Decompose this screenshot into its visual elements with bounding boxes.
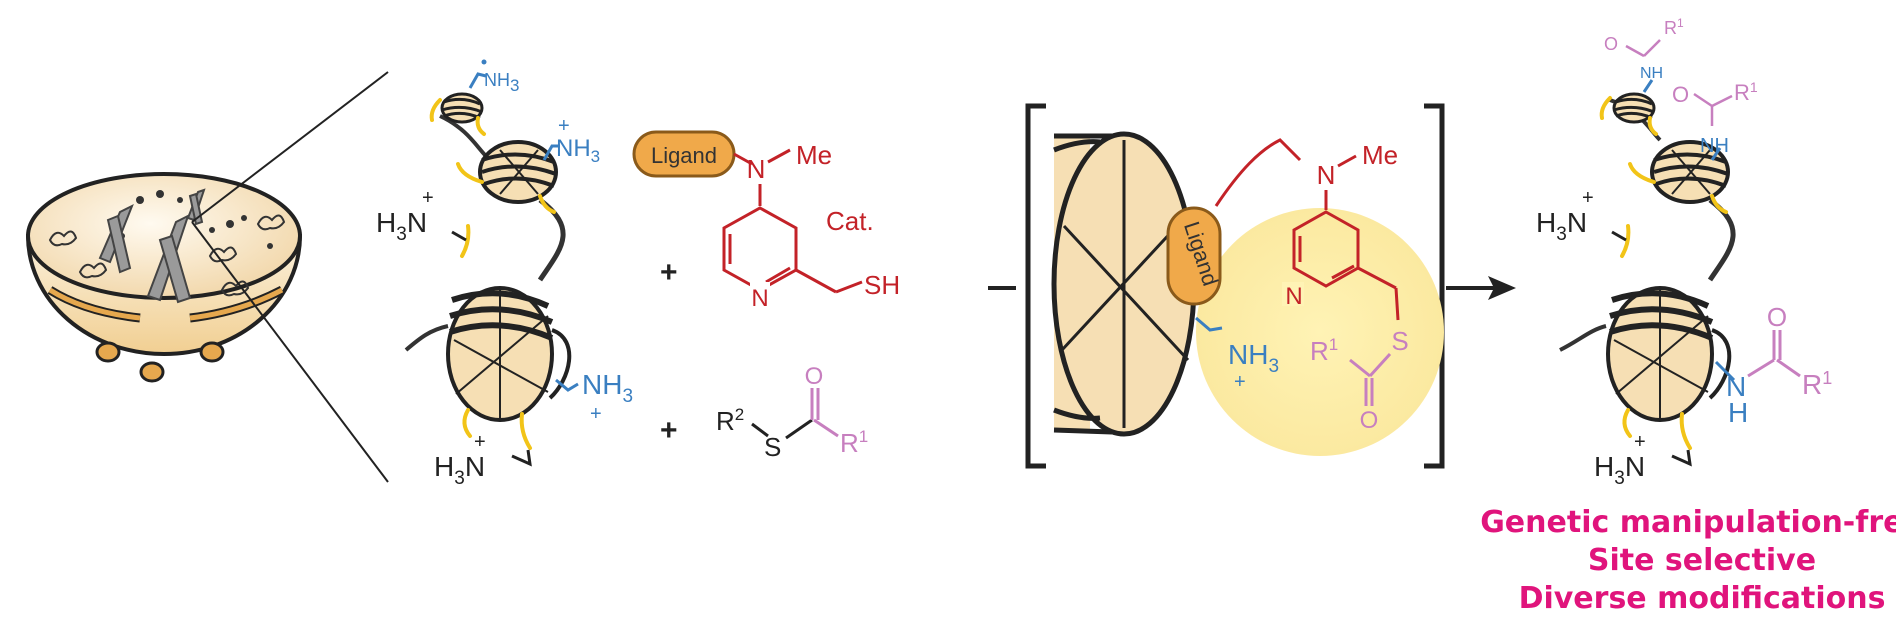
svg-text:H3N: H3N [434, 451, 485, 489]
amide-large: N H O R1 [1714, 302, 1832, 428]
bracket-left [1025, 103, 1046, 469]
svg-text:O: O [1604, 34, 1618, 54]
reaction-arrow [1446, 276, 1516, 300]
svg-text:+: + [1582, 187, 1594, 209]
svg-text:Me: Me [1362, 140, 1398, 170]
lysine-in-complex: NH3 + [1195, 316, 1279, 393]
svg-text:O: O [1672, 82, 1689, 107]
svg-text:N: N [1317, 160, 1336, 190]
svg-text:H3N: H3N [1594, 451, 1645, 489]
nucleus-icon [25, 172, 303, 383]
product-amine-upper: + H3N [1536, 187, 1594, 245]
svg-text:R1: R1 [1310, 335, 1338, 366]
svg-text:N: N [751, 285, 768, 312]
svg-text:+: + [474, 431, 486, 453]
svg-text:Ligand: Ligand [651, 143, 717, 168]
feature-genetic-free: Genetic manipulation-free [1480, 505, 1896, 540]
zoom-line-bottom [191, 221, 389, 483]
feature-site-selective: Site selective [1588, 543, 1816, 578]
histone-tail-icon [429, 98, 556, 450]
intermediate-catalyst: N Me N S R1 O [1282, 140, 1409, 434]
chromatin-fiber-left [404, 72, 579, 467]
nucleosome-icon [440, 92, 484, 124]
nucleosome-icon [446, 286, 572, 422]
svg-text:NH: NH [1700, 135, 1729, 157]
plus-sign-2: + [660, 414, 678, 447]
chromatin-fiber-product [1559, 92, 1736, 467]
svg-text:N: N [747, 154, 766, 184]
amine-label-small: NH3 [481, 59, 519, 95]
nucleosome-icon [1612, 92, 1656, 124]
svg-text:Me: Me [796, 140, 832, 170]
nucleosome-icon [1650, 140, 1730, 204]
nucleosome-icon [478, 140, 558, 204]
svg-text:NH: NH [1640, 65, 1663, 82]
svg-text:S: S [764, 432, 781, 462]
svg-text:Cat.: Cat. [826, 206, 874, 236]
lysine-stem [468, 72, 579, 392]
product-amine-lower: + H3N [1594, 431, 1646, 489]
svg-text:O: O [805, 363, 824, 390]
svg-text:+: + [422, 187, 434, 209]
svg-text:NH3: NH3 [582, 369, 633, 407]
catalyst: Ligand N Me N SH Cat. [632, 130, 900, 312]
svg-text:SH: SH [864, 270, 900, 300]
svg-text:S: S [1391, 326, 1408, 356]
svg-text:+: + [1234, 371, 1246, 393]
svg-text:O: O [1767, 302, 1787, 332]
amide-small: NH O R1 [1604, 16, 1684, 93]
amine-label-left-lower: + H3N [434, 431, 486, 489]
svg-text:NH3: NH3 [556, 135, 600, 166]
plus-sign-1: + [660, 256, 678, 289]
ligand-bound: Ligand [1166, 206, 1223, 306]
chromatin-clump [48, 214, 286, 297]
svg-text:R1: R1 [840, 427, 868, 458]
svg-text:+: + [558, 115, 570, 137]
amine-label-medium: + NH3 [556, 115, 600, 166]
svg-text:R1: R1 [1664, 16, 1684, 38]
svg-text:H3N: H3N [1536, 207, 1587, 245]
svg-text:R1: R1 [1734, 79, 1758, 105]
svg-text:N: N [1726, 371, 1746, 402]
histone-tail-icon [1599, 96, 1728, 450]
svg-text:H: H [1728, 397, 1748, 428]
feature-diverse-mods: Diverse modifications [1519, 581, 1886, 616]
chromatin-dots [119, 190, 273, 249]
reaction-glow [1196, 208, 1444, 456]
chromosome-icon [98, 188, 206, 304]
amine-label-right-lower: NH3 + [582, 369, 633, 425]
svg-text:R1: R1 [1802, 368, 1832, 400]
svg-text:NH3: NH3 [1228, 339, 1279, 377]
nucleosome-icon [1606, 286, 1732, 422]
thioester-reagent: R2 S O R1 [716, 363, 868, 462]
zoom-line-top [191, 71, 389, 223]
svg-text:R2: R2 [716, 405, 744, 436]
svg-text:+: + [590, 403, 602, 425]
bracket-right [1424, 103, 1445, 469]
svg-text:+: + [1634, 431, 1646, 453]
amide-medium: NH O R1 [1672, 79, 1758, 161]
svg-text:O: O [1360, 407, 1379, 434]
linker [1214, 138, 1302, 207]
svg-text:NH3: NH3 [484, 70, 519, 95]
svg-text:H3N: H3N [376, 207, 427, 245]
amine-label-left-upper: + H3N [376, 187, 434, 245]
svg-text:N: N [1285, 283, 1302, 310]
